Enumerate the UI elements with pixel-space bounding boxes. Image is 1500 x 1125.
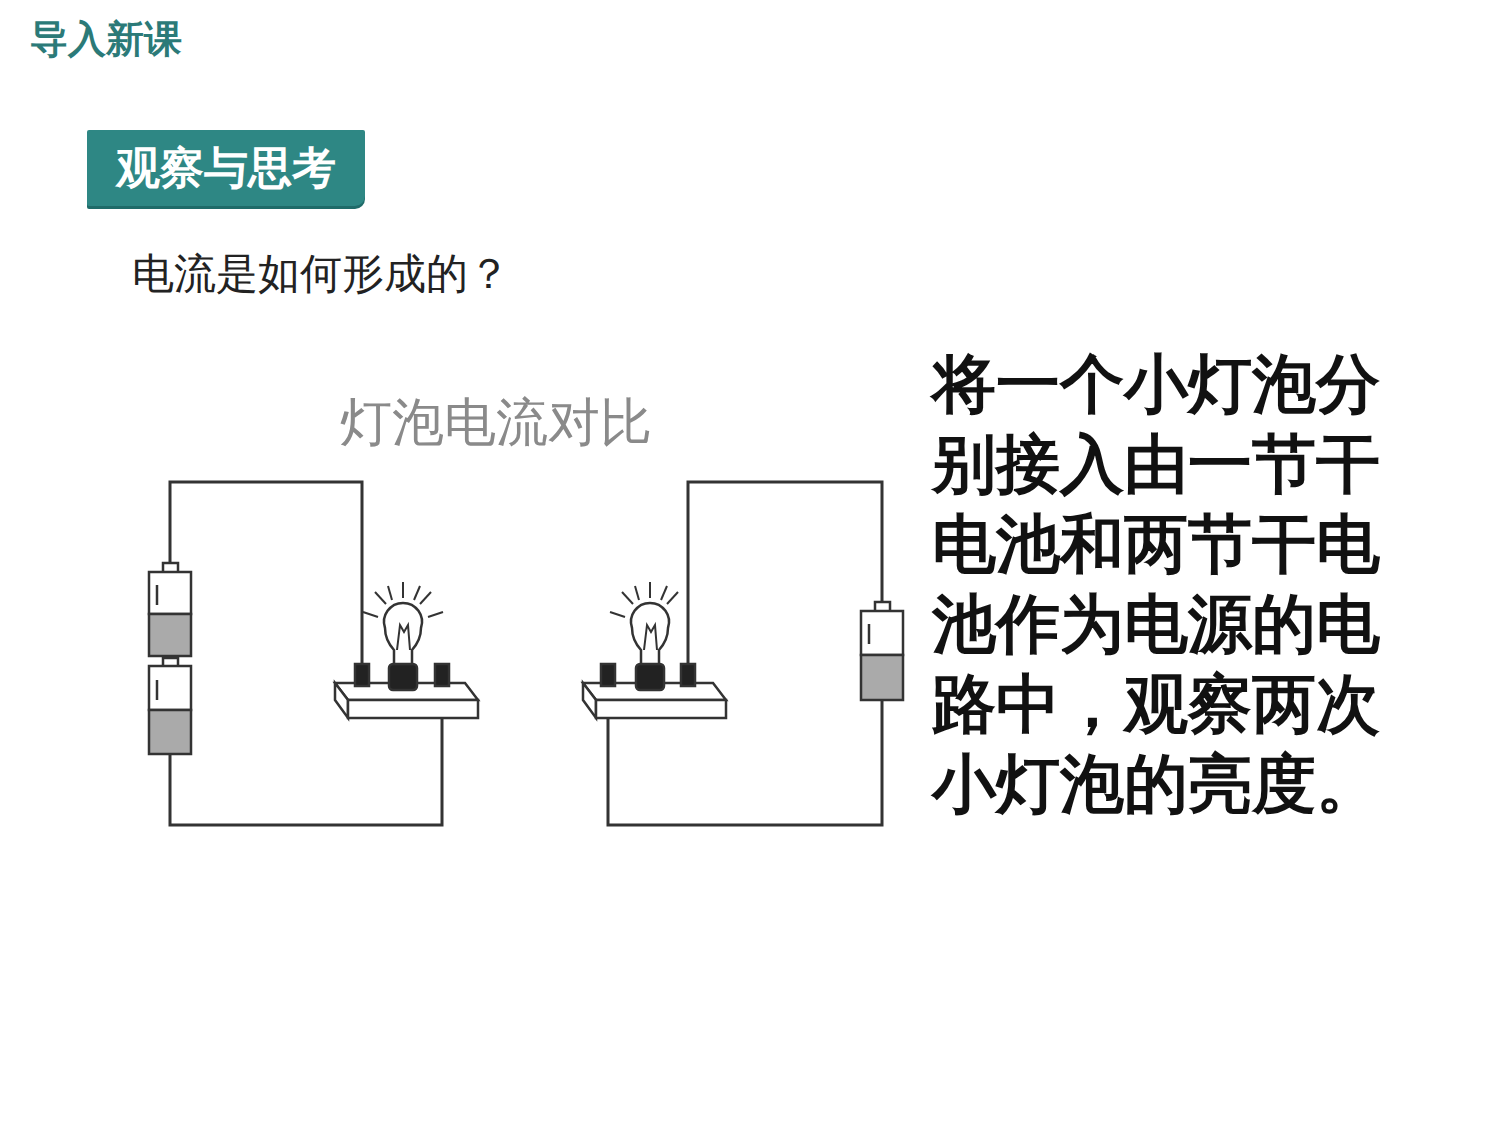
single-battery: [861, 602, 903, 700]
question-text: 电流是如何形成的？: [132, 246, 510, 302]
instruction-text: 将一个小灯泡分别接入由一节干电池和两节干电池作为电源的电路中，观察两次小灯泡的亮…: [932, 344, 1412, 824]
lamp-board-right: [583, 582, 726, 718]
lamp-board-left: [335, 582, 478, 718]
battery-pair: [149, 563, 191, 754]
wires: [170, 482, 882, 825]
figure-title: 灯泡电流对比: [340, 388, 652, 458]
section-header: 导入新课: [30, 14, 182, 65]
section-banner: 观察与思考: [87, 130, 365, 206]
banner-text: 观察与思考: [116, 139, 336, 198]
